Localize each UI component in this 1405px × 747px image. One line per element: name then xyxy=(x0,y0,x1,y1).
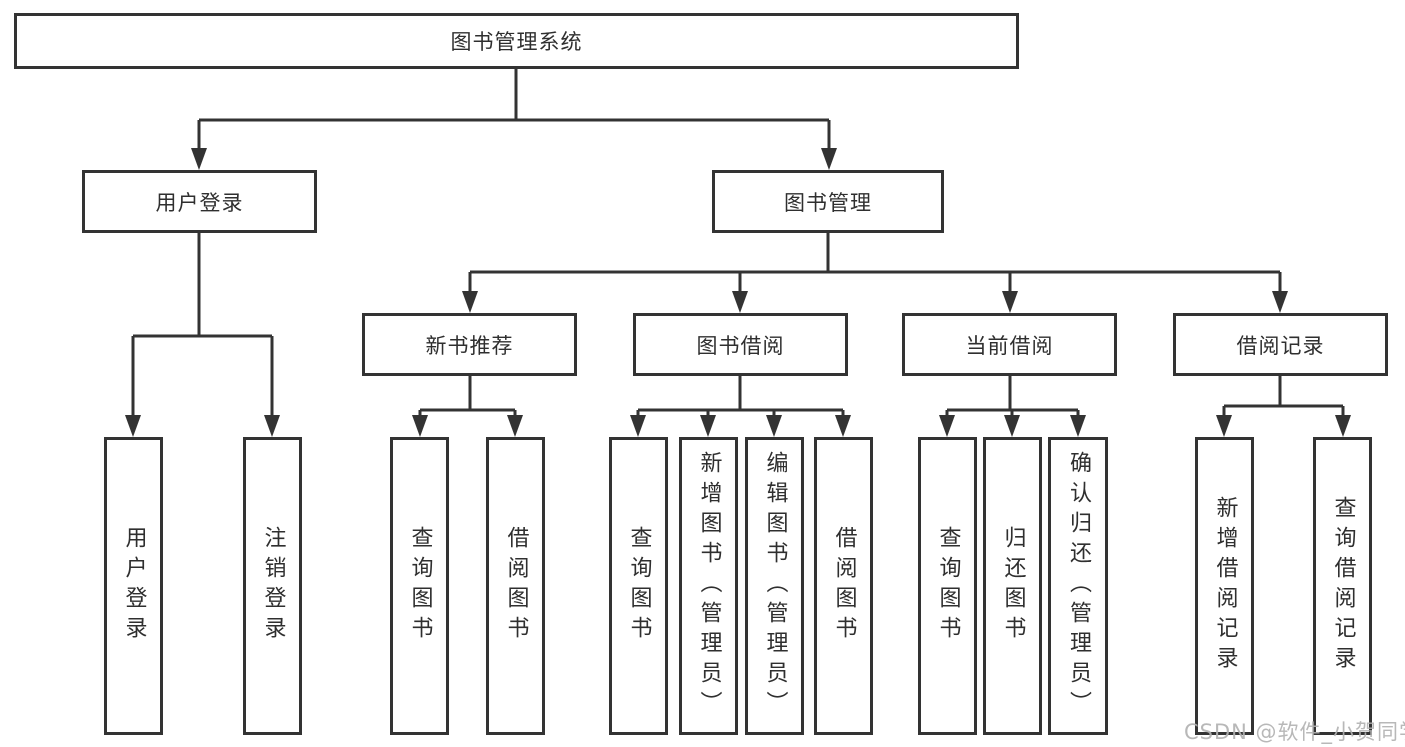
leaf-borrow-books: 借阅图书 xyxy=(814,437,873,735)
leaf-add-book-admin: 新增图书（管理员） xyxy=(679,437,738,735)
leaf-borrow-books-recommend-label: 借阅图书 xyxy=(503,526,529,646)
leaf-borrow-books-label: 借阅图书 xyxy=(831,526,857,646)
node-root: 图书管理系统 xyxy=(14,13,1019,69)
leaf-edit-book-admin: 编辑图书（管理员） xyxy=(745,437,804,735)
leaf-confirm-return-admin: 确认归还（管理员） xyxy=(1048,437,1108,735)
leaf-confirm-return-admin-label: 确认归还（管理员） xyxy=(1066,451,1091,721)
leaf-user-login-label: 用户登录 xyxy=(121,526,147,646)
node-book-management: 图书管理 xyxy=(712,170,944,233)
leaf-query-books-recommend-label: 查询图书 xyxy=(407,526,433,646)
leaf-query-books-borrow-label: 查询图书 xyxy=(626,526,652,646)
leaf-query-books-recommend: 查询图书 xyxy=(390,437,449,735)
leaf-add-borrow-record-label: 新增借阅记录 xyxy=(1212,496,1238,676)
node-new-book-recommend-label: 新书推荐 xyxy=(425,333,514,358)
leaf-borrow-books-recommend: 借阅图书 xyxy=(486,437,545,735)
node-new-book-recommend: 新书推荐 xyxy=(362,313,577,376)
leaf-edit-book-admin-label: 编辑图书（管理员） xyxy=(762,451,788,721)
leaf-query-borrow-record: 查询借阅记录 xyxy=(1313,437,1372,735)
leaf-query-borrow-record-label: 查询借阅记录 xyxy=(1330,496,1356,676)
leaf-return-book: 归还图书 xyxy=(983,437,1042,735)
node-current-borrow-label: 当前借阅 xyxy=(965,333,1054,358)
leaf-query-books-borrow: 查询图书 xyxy=(609,437,668,735)
node-book-borrow: 图书借阅 xyxy=(633,313,848,376)
leaf-query-books-current: 查询图书 xyxy=(918,437,977,735)
node-user-login-label: 用户登录 xyxy=(155,190,244,215)
leaf-query-books-current-label: 查询图书 xyxy=(935,526,961,646)
leaf-logout-label: 注销登录 xyxy=(260,526,286,646)
node-book-borrow-label: 图书借阅 xyxy=(696,333,785,358)
leaf-add-borrow-record: 新增借阅记录 xyxy=(1195,437,1254,735)
node-user-login: 用户登录 xyxy=(82,170,317,233)
leaf-logout: 注销登录 xyxy=(243,437,302,735)
csdn-watermark: CSDN @软件_小贺同学 xyxy=(1184,720,1405,744)
node-root-label: 图书管理系统 xyxy=(450,30,583,54)
leaf-return-book-label: 归还图书 xyxy=(1000,526,1026,646)
leaf-user-login: 用户登录 xyxy=(104,437,163,735)
node-borrow-records: 借阅记录 xyxy=(1173,313,1388,376)
leaf-add-book-admin-label: 新增图书（管理员） xyxy=(696,451,722,721)
node-book-management-label: 图书管理 xyxy=(784,190,872,215)
node-borrow-records-label: 借阅记录 xyxy=(1236,333,1325,358)
node-current-borrow: 当前借阅 xyxy=(902,313,1117,376)
